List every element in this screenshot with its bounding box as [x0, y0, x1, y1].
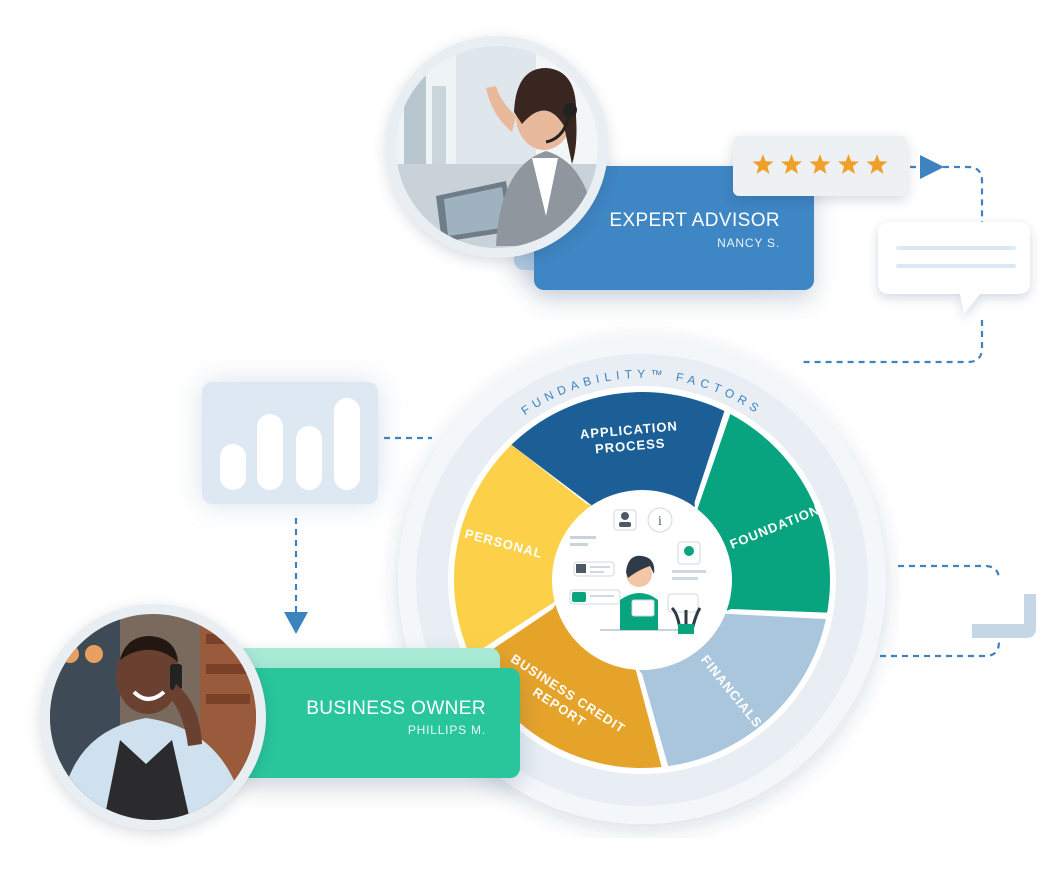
- bar-chart-tile: [202, 382, 378, 504]
- owner-name: PHILLIPS M.: [407, 723, 486, 737]
- connector-wheel-right-upper: [898, 564, 1001, 581]
- segment-personal: [454, 444, 592, 657]
- owner-title: BUSINESS OWNER: [306, 698, 486, 719]
- star-icon: [838, 154, 859, 174]
- segment-application-process: [511, 391, 725, 508]
- star-icon: [781, 154, 802, 174]
- advisor-avatar: [396, 46, 598, 248]
- svg-text:i: i: [658, 514, 662, 529]
- owner-avatar: [50, 614, 256, 820]
- arrow-right-icon: [920, 155, 944, 179]
- fundability-wheel: FUNDABILITY™ FACTORS APPLICATIONPROCESSF…: [398, 336, 886, 824]
- owner-card: BUSINESS OWNER PHILLIPS M.: [240, 668, 520, 778]
- star-icon: [809, 154, 831, 174]
- segment-foundation: [697, 414, 830, 613]
- bracket-shape: [972, 594, 1036, 638]
- advisor-name: NANCY S.: [717, 236, 780, 250]
- star-rating: [752, 154, 888, 174]
- advisor-title: EXPERT ADVISOR: [609, 210, 780, 231]
- segment-business-credit-report: [473, 604, 662, 768]
- connector-wheel-right-lower: [880, 641, 1001, 658]
- star-icon: [866, 154, 888, 174]
- connector-stars-to-chat: [910, 165, 984, 225]
- bar-chart-icon: [220, 398, 360, 490]
- star-icon: [752, 154, 774, 174]
- advisor-illustration: i: [556, 494, 728, 666]
- arrow-down-icon: [284, 612, 308, 634]
- chat-bubble-icon: [878, 222, 1030, 314]
- segment-application-process-label: APPLICATIONPROCESS: [579, 418, 679, 457]
- segment-financials: [638, 613, 826, 767]
- rating-badge: [733, 136, 907, 196]
